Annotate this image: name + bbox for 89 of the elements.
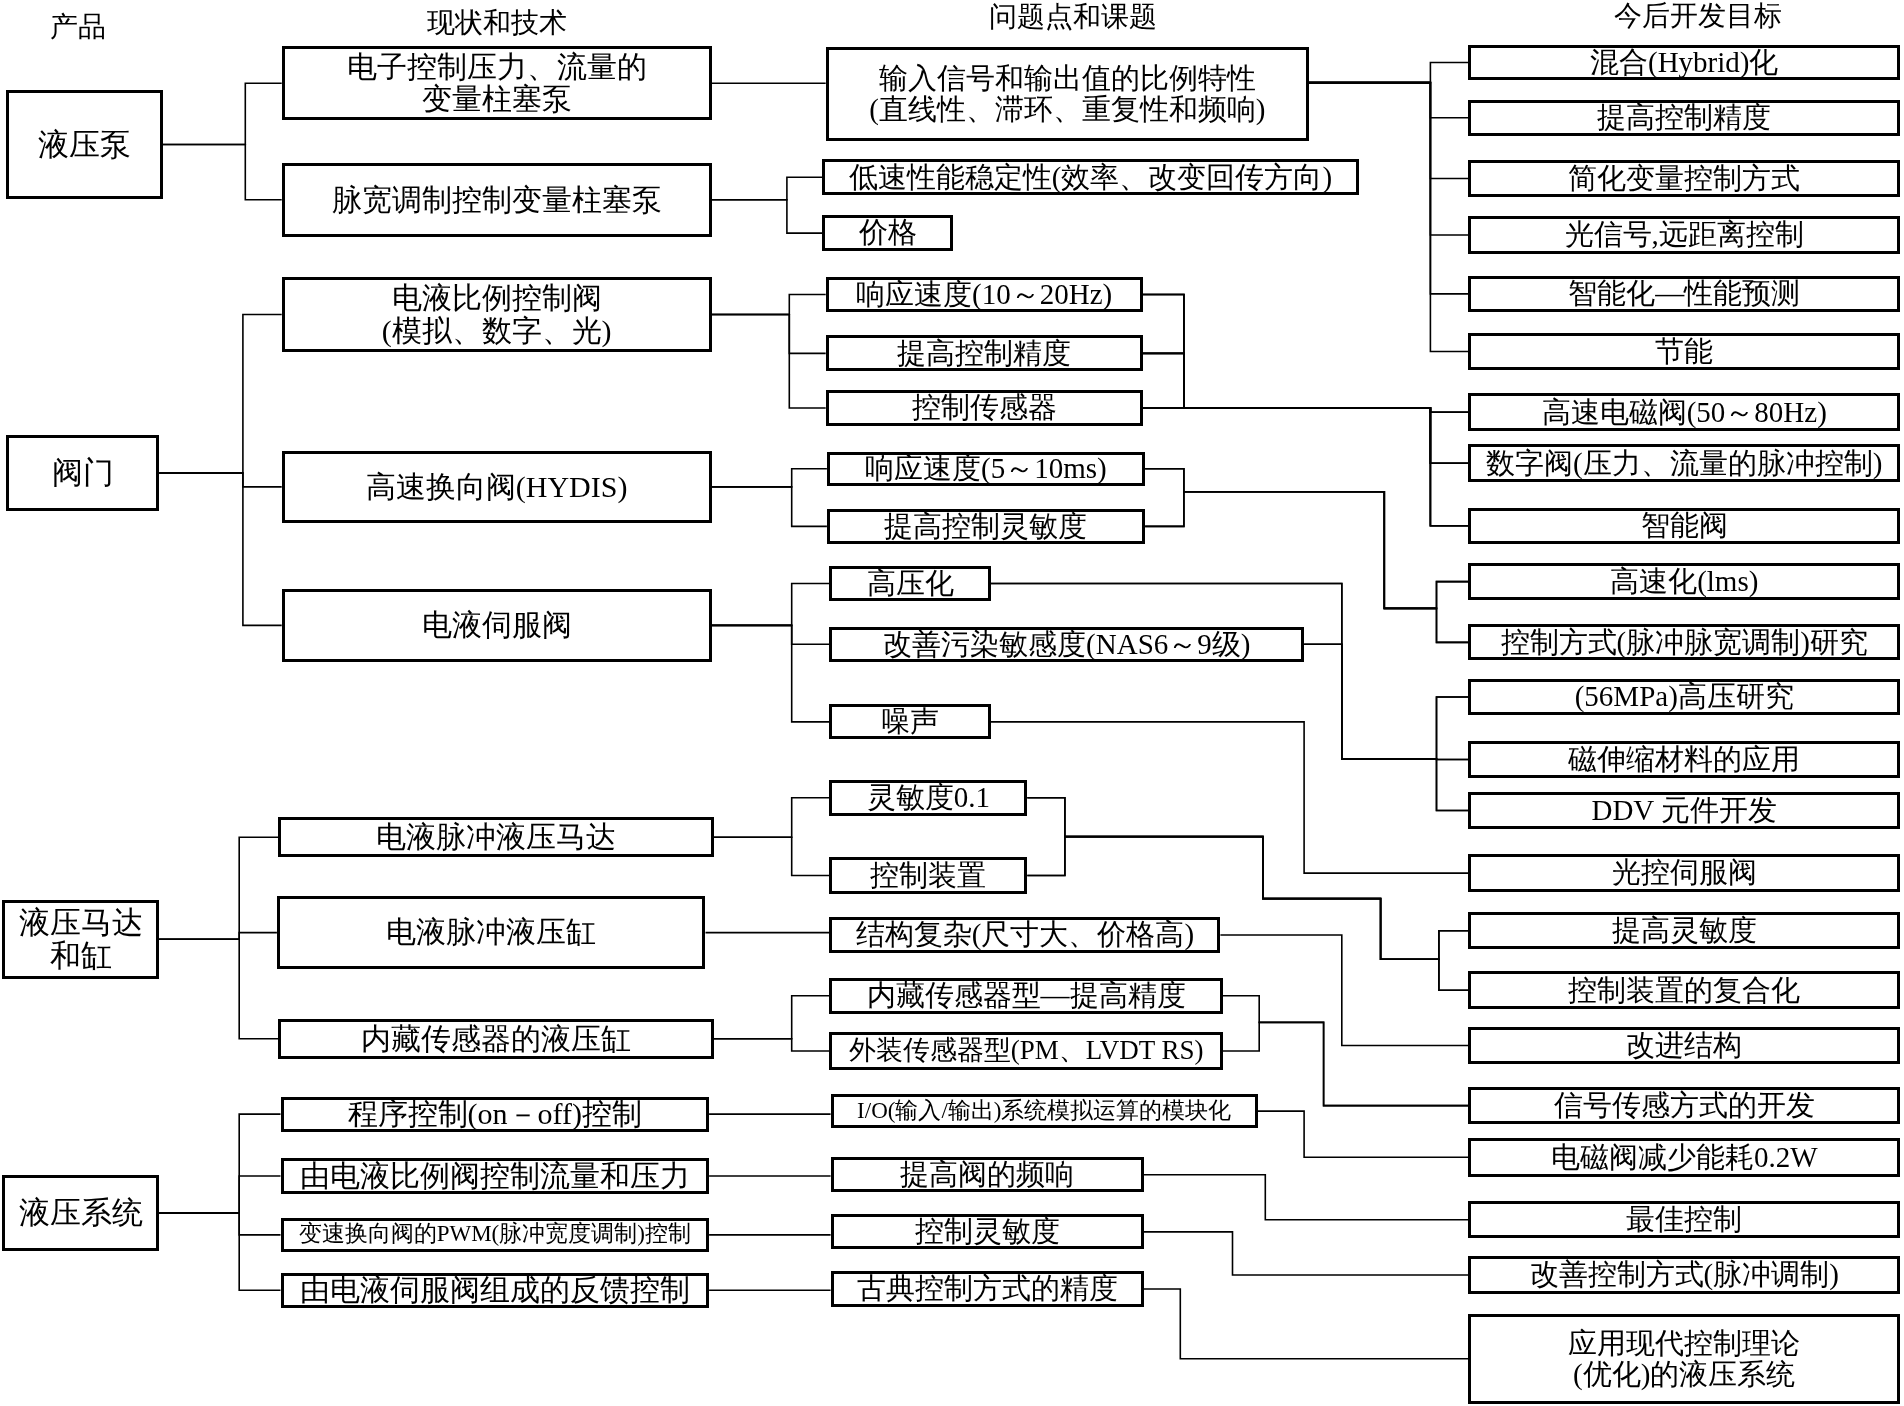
issue-box: 提高阀的频响 — [830, 1157, 1144, 1193]
connector-line — [158, 472, 283, 627]
issue-box: 噪声 — [829, 704, 991, 740]
connector-line — [158, 1212, 282, 1291]
goal-box: 光信号,远距离控制 — [1468, 216, 1901, 254]
issue-box: 低速性能稳定性(效率、改变回传方向) — [822, 159, 1359, 196]
connector-line — [1303, 643, 1469, 812]
technology-box: 高速换向阀(HYDIS) — [281, 450, 712, 524]
goal-box: 混合(Hybrid)化 — [1468, 44, 1901, 81]
connector-line — [990, 721, 1469, 874]
technology-box: 由电液比例阀控制流量和压力 — [280, 1158, 710, 1194]
goal-box: 高速化(lms) — [1468, 563, 1901, 600]
connector-line — [1219, 934, 1469, 1047]
connector-line — [1141, 407, 1469, 527]
goal-box: 简化变量控制方式 — [1468, 160, 1901, 197]
technology-box: 变速换向阀的PWM(脉冲宽度调制)控制 — [280, 1217, 710, 1252]
goal-box: 控制方式(脉冲脉宽调制)研究 — [1468, 624, 1901, 661]
issue-box: 提高控制精度 — [825, 335, 1143, 372]
connector-line — [708, 1113, 832, 1115]
category-box: 液压泵 — [6, 89, 163, 200]
technology-box: 内藏传感器的液压缸 — [278, 1018, 714, 1059]
connector-line — [704, 931, 831, 934]
connector-line — [1143, 1174, 1469, 1221]
goal-box: 磁伸缩材料的应用 — [1468, 740, 1901, 779]
issue-box: 控制传感器 — [825, 389, 1143, 427]
goal-box: 光控伺服阀 — [1468, 853, 1901, 893]
category-box: 液压马达和缸 — [2, 899, 159, 979]
issue-box: 控制装置 — [829, 857, 1028, 894]
issue-box: 响应速度(10～20Hz) — [825, 276, 1143, 313]
connector-line — [710, 198, 823, 234]
issue-box: 提高控制灵敏度 — [826, 508, 1145, 544]
connector-line — [1308, 81, 1469, 353]
issue-box: 控制灵敏度 — [830, 1214, 1144, 1250]
technology-box: 脉宽调制控制变量柱塞泵 — [281, 162, 712, 237]
issue-box: 改善污染敏感度(NAS6～9级) — [829, 626, 1305, 662]
issue-box: 灵敏度0.1 — [829, 779, 1028, 816]
goal-box: 控制装置的复合化 — [1468, 971, 1901, 1009]
goal-box: 智能阀 — [1468, 507, 1901, 544]
issue-box: 内藏传感器型—提高精度 — [829, 977, 1223, 1014]
issue-box: 高压化 — [829, 565, 991, 602]
issue-box: 古典控制方式的精度 — [830, 1271, 1144, 1307]
goal-box: 最佳控制 — [1468, 1200, 1901, 1239]
connector-line — [1222, 1021, 1469, 1107]
goal-box: 改进结构 — [1468, 1027, 1901, 1064]
issue-box: 输入信号和输出值的比例特性(直线性、滞环、重复性和频响) — [825, 47, 1309, 141]
technology-box: 由电液伺服阀组成的反馈控制 — [280, 1272, 710, 1308]
goal-box: 提高控制精度 — [1468, 99, 1901, 136]
column-heading: 问题点和课题 — [989, 2, 1158, 32]
goal-box: 数字阀(压力、流量的脉冲控制) — [1468, 444, 1901, 482]
technology-box: 电液比例控制阀(模拟、数字、光) — [281, 276, 712, 353]
technology-box: 电液脉冲液压缸 — [276, 896, 706, 969]
connector-line — [1257, 1110, 1469, 1158]
goal-box: 改善控制方式(脉冲调制) — [1468, 1255, 1901, 1295]
connector-line — [1026, 835, 1469, 991]
goal-box: 智能化—性能预测 — [1468, 275, 1901, 312]
goal-box: 信号传感方式的开发 — [1468, 1086, 1901, 1125]
goal-box: (56MPa)高压研究 — [1468, 678, 1901, 716]
connector-line — [161, 143, 283, 201]
connector-line — [710, 486, 828, 528]
category-box: 液压系统 — [2, 1175, 159, 1251]
goal-box: 节能 — [1468, 332, 1901, 371]
column-heading: 产品 — [49, 12, 106, 42]
issue-box: I/O(输入/输出)系统模拟运算的模块化 — [830, 1094, 1258, 1129]
category-box: 阀门 — [6, 434, 160, 512]
issue-box: 响应速度(5～10ms) — [826, 451, 1145, 486]
issue-box: 价格 — [822, 214, 954, 252]
connector-line — [158, 938, 279, 1040]
goal-box: 提高灵敏度 — [1468, 911, 1901, 950]
goal-box: 高速电磁阀(50～80Hz) — [1468, 393, 1901, 431]
connector-line — [710, 313, 827, 409]
goal-box: DDV 元件开发 — [1468, 791, 1901, 830]
goal-box: 应用现代控制理论(优化)的液压系统 — [1468, 1313, 1901, 1404]
connector-line — [713, 836, 831, 877]
issue-box: 结构复杂(尺寸大、价格高) — [829, 916, 1221, 954]
connector-line — [710, 82, 827, 84]
connector-line — [713, 1038, 831, 1052]
technology-box: 电液脉冲液压马达 — [278, 817, 714, 858]
issue-box: 外装传感器型(PM、LVDT RS) — [829, 1032, 1223, 1070]
technology-box: 程序控制(on－off)控制 — [280, 1096, 710, 1132]
column-heading: 今后开发目标 — [1613, 1, 1782, 31]
connector-line — [1143, 1288, 1469, 1360]
connector-line — [708, 1175, 832, 1177]
connector-line — [1143, 1231, 1469, 1276]
goal-box: 电磁阀减少能耗0.2W — [1468, 1137, 1901, 1177]
connector-line — [708, 1289, 832, 1291]
connector-line — [710, 624, 831, 723]
technology-box: 电子控制压力、流量的变量柱塞泵 — [281, 46, 712, 121]
connector-line — [708, 1234, 832, 1236]
technology-box: 电液伺服阀 — [281, 588, 712, 662]
